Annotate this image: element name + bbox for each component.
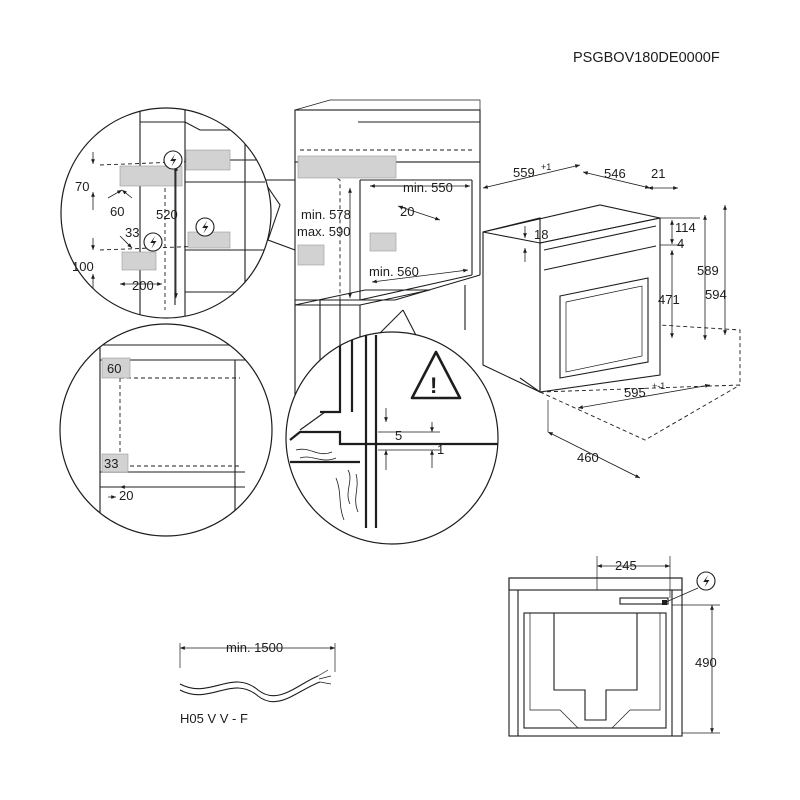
oven-height-594-label: 594 — [705, 287, 727, 302]
oven-dim-460-label: 460 — [577, 450, 599, 465]
electric-connection-icon — [696, 571, 716, 591]
dim-520-label: 520 — [156, 207, 178, 222]
oven-height-471-label: 471 — [658, 292, 680, 307]
cable-drawing — [179, 643, 336, 703]
oven-drawing — [482, 164, 741, 479]
detail-circle-top — [60, 107, 272, 319]
svg-text:!: ! — [430, 373, 437, 398]
oven-depth-total-label: 559 — [513, 165, 535, 180]
rear-width-label: 245 — [615, 558, 637, 573]
dim-200-label: 200 — [132, 278, 154, 293]
dim-60-label: 60 — [107, 361, 121, 376]
cabinet-opening-min-label: min. 578 — [301, 207, 351, 222]
oven-dim-4-label: 4 — [677, 236, 684, 251]
cabinet-min-height-label: min. 550 — [403, 180, 453, 195]
oven-width-tolerance-label: +-1 — [652, 381, 665, 391]
oven-width-label: 595 — [624, 385, 646, 400]
detail-circle-bottom: ! — [285, 331, 499, 545]
oven-depth-body-label: 546 — [604, 166, 626, 181]
cabinet-min-width-label: min. 560 — [369, 264, 419, 279]
warning-triangle-icon: ! — [410, 350, 462, 400]
oven-depth-tolerance-label: +1 — [541, 162, 551, 172]
electric-connection-icon — [143, 232, 163, 252]
dim-33-label: 33 — [104, 456, 118, 471]
rear-height-label: 490 — [695, 655, 717, 670]
dim-33-label: 33 — [125, 225, 139, 240]
electric-connection-icon — [163, 150, 183, 170]
dim-60-label: 60 — [110, 204, 124, 219]
oven-front-label: 21 — [651, 166, 665, 181]
oven-height-589-label: 589 — [697, 263, 719, 278]
dim-1-label: 1 — [437, 442, 444, 457]
cable-min-length-label: min. 1500 — [226, 640, 283, 655]
dim-5-label: 5 — [395, 428, 402, 443]
cabinet-opening-max-label: max. 590 — [297, 224, 350, 239]
rear-view-drawing — [508, 556, 720, 737]
cabinet-depth-gap-label: 20 — [400, 204, 414, 219]
detail-connectors — [262, 179, 421, 344]
detail-circle-middle — [59, 323, 273, 537]
electric-connection-icon — [195, 217, 215, 237]
cable-type-label: H05 V V - F — [180, 711, 248, 726]
dim-100-label: 100 — [72, 259, 94, 274]
dim-70-label: 70 — [75, 179, 89, 194]
oven-dim-18-label: 18 — [534, 227, 548, 242]
dim-20-label: 20 — [119, 488, 133, 503]
product-code: PSGBOV180DE0000F — [573, 50, 720, 66]
oven-dim-114-label: 114 — [675, 220, 696, 235]
